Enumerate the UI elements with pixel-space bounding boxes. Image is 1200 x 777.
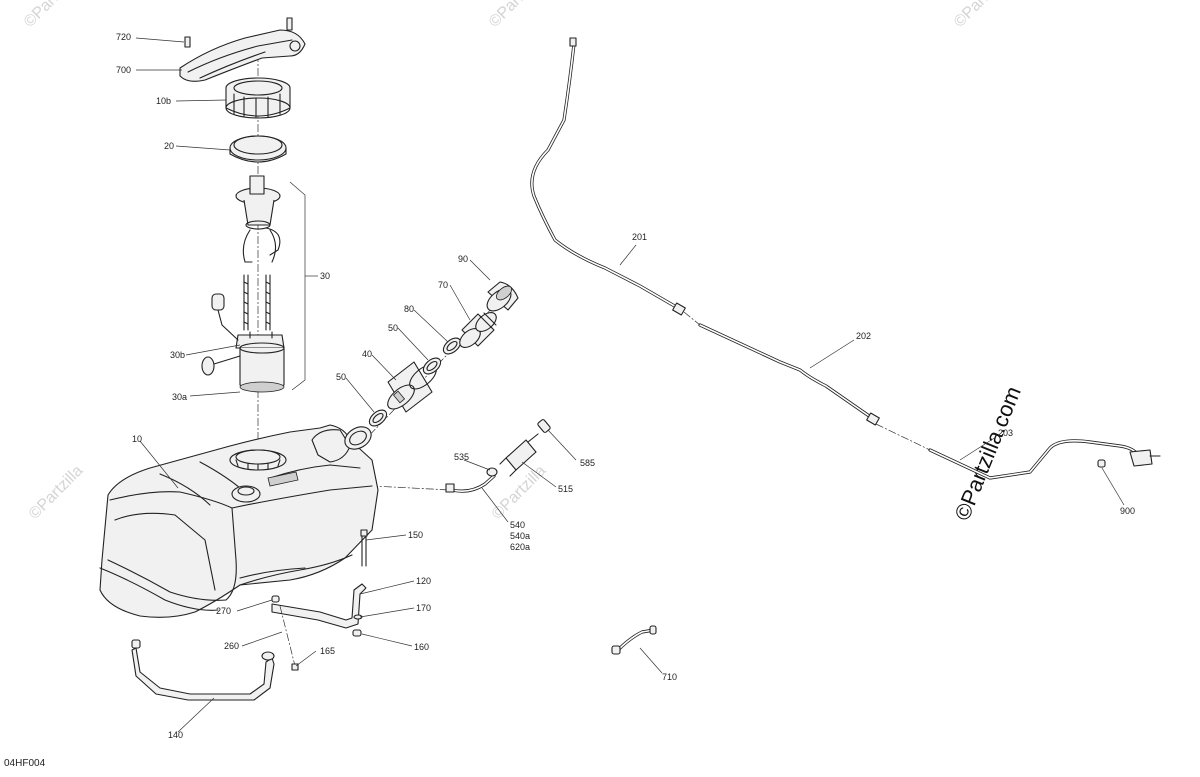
label-150: 150 [408, 530, 423, 540]
part-120-strap-bracket [271, 583, 367, 629]
part-585-vent-fitting [537, 419, 551, 433]
label-165: 165 [320, 646, 335, 656]
part-50-clamp-upper [422, 357, 442, 375]
part-540-vent-hose [445, 474, 496, 493]
part-710-fitting [611, 625, 657, 655]
label-170: 170 [416, 603, 431, 613]
part-160-nut [352, 629, 362, 637]
label-720: 720 [116, 32, 131, 42]
label-90: 90 [458, 254, 468, 264]
part-260-bolt [279, 605, 297, 671]
part-50-clamp-lower [368, 409, 388, 427]
part-150-bolt [360, 529, 368, 567]
label-535: 535 [454, 452, 469, 462]
label-40: 40 [362, 349, 372, 359]
diagram-code: 04HF004 [4, 758, 46, 769]
label-50-upper: 50 [388, 323, 398, 333]
part-270-nut [271, 595, 280, 603]
watermark-top-left: ©Partzilla [21, 0, 82, 31]
fuel-line-joint-2 [875, 423, 931, 451]
fuel-line-joint-1 [683, 311, 701, 326]
watermark-mid-center: ©Partzilla [489, 462, 550, 523]
watermark-top-center: ©Partzilla [486, 0, 547, 31]
label-585: 585 [580, 458, 595, 468]
label-540: 540 [510, 520, 525, 530]
label-20: 20 [164, 141, 174, 151]
label-70: 70 [438, 280, 448, 290]
part-90-fuel-cap [486, 281, 519, 312]
label-140: 140 [168, 730, 183, 740]
part-140-strap [131, 639, 275, 701]
watermark-top-right: ©Partzilla [951, 0, 1012, 31]
label-540a: 540a [510, 531, 530, 541]
label-30: 30 [320, 271, 330, 281]
part-10-fuel-tank [99, 424, 379, 618]
label-10b: 10b [156, 96, 171, 106]
part-700-bracket [179, 29, 306, 82]
label-120: 120 [416, 576, 431, 586]
part-30-fuel-pump [201, 175, 285, 393]
watermark-mid-left: ©Partzilla [26, 462, 87, 523]
label-710: 710 [662, 672, 677, 682]
label-30a: 30a [172, 392, 187, 402]
label-700: 700 [116, 65, 131, 75]
label-260: 260 [224, 641, 239, 651]
label-30b: 30b [170, 350, 185, 360]
part-515-vent-valve [499, 433, 539, 477]
part-70-filler-neck [459, 312, 497, 348]
part-720-screw [184, 17, 293, 48]
part-30-bracket [289, 181, 306, 391]
label-202: 202 [856, 331, 871, 341]
callout-labels: 720 700 10b 20 30 30b 30a 10 90 70 80 50… [116, 32, 1135, 740]
label-50-lower: 50 [336, 372, 346, 382]
part-201-fuel-line [530, 37, 680, 310]
label-10: 10 [132, 434, 142, 444]
label-900: 900 [1120, 506, 1135, 516]
label-270: 270 [216, 606, 231, 616]
label-80: 80 [404, 304, 414, 314]
part-165-bolt [291, 663, 299, 671]
label-620a: 620a [510, 542, 530, 552]
label-160: 160 [414, 642, 429, 652]
part-10b-lock-ring [225, 77, 291, 119]
label-203: 203 [998, 428, 1013, 438]
watermark-main: ©Partzilla.com [949, 383, 1025, 524]
part-900-clip [1097, 459, 1106, 468]
leader-lines [135, 37, 1125, 733]
part-203-fuel-line [928, 439, 1161, 480]
part-202-fuel-line [672, 302, 880, 426]
label-515: 515 [558, 484, 573, 494]
label-201: 201 [632, 232, 647, 242]
part-20-seal-ring [229, 135, 287, 163]
part-40-filler-hose [387, 361, 437, 413]
